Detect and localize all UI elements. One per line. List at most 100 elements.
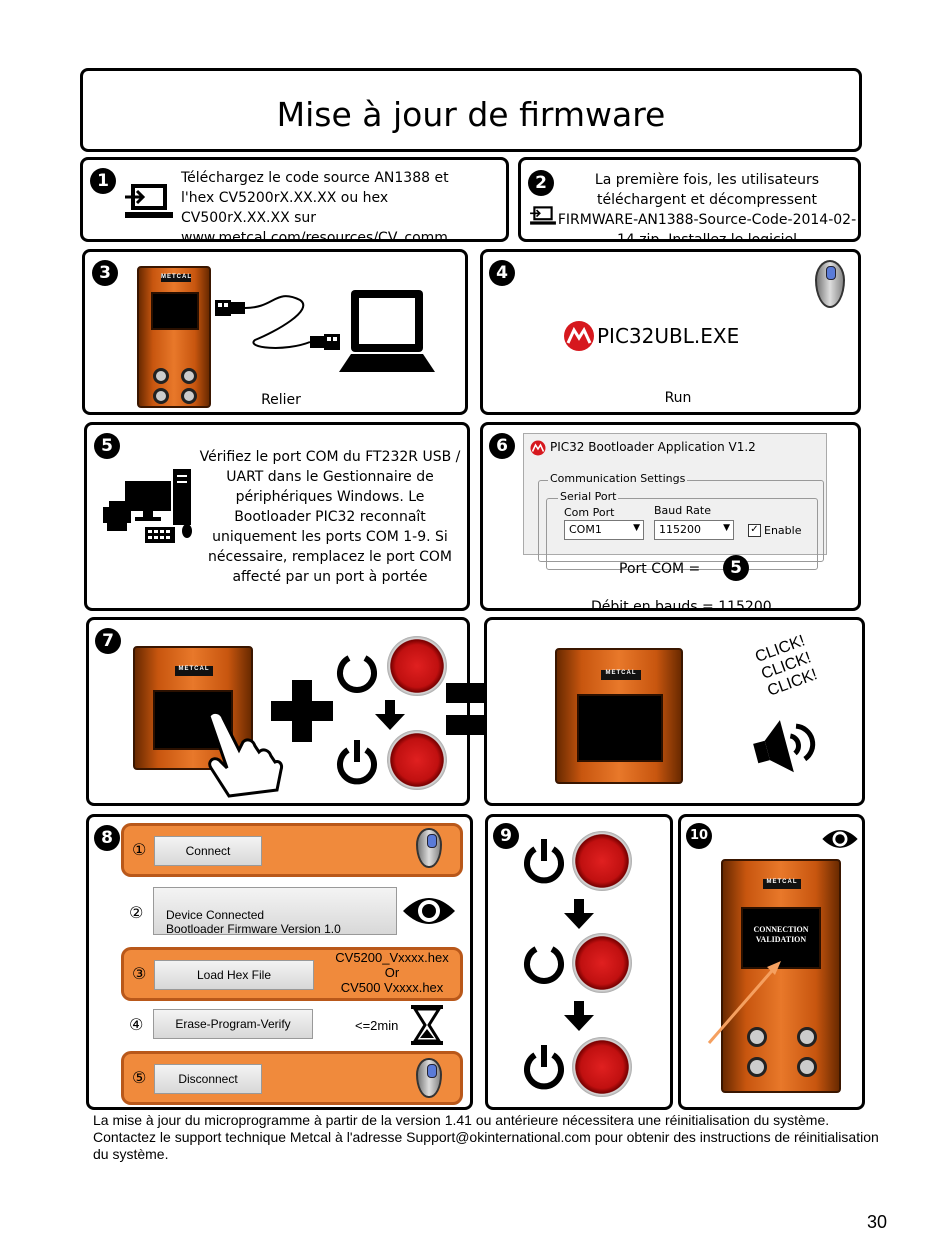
power-button (572, 933, 632, 993)
plus-icon (271, 680, 333, 742)
step-8-number: 8 (94, 825, 120, 851)
device-knob (153, 388, 169, 404)
device-knob (181, 368, 197, 384)
step-10-number: 10 (686, 823, 712, 849)
device-screen: CONNECTION VALIDATION (741, 907, 821, 969)
step-1-text: Téléchargez le code source AN1388 et l'h… (181, 170, 449, 242)
row-number: ③ (132, 964, 147, 983)
step-5-reference: 5 (723, 555, 749, 581)
device-knob (181, 388, 197, 404)
laptop-download-icon (125, 184, 173, 218)
load-hex-button[interactable]: Load Hex File (154, 960, 314, 990)
disconnect-button[interactable]: Disconnect (154, 1064, 262, 1094)
device-knob (797, 1027, 817, 1047)
step-6-box: 6 PIC32 Bootloader Application V1.2 Comm… (480, 422, 861, 611)
step-9-number: 9 (493, 823, 519, 849)
power-on-icon (337, 740, 377, 785)
device-knob (747, 1057, 767, 1077)
mouse-icon (416, 1058, 442, 1098)
pointer-arrow-icon (707, 961, 781, 1044)
step-2-text: La première fois, les utilisateurs téléc… (557, 172, 857, 242)
step-1-number: 1 (90, 168, 116, 194)
arrow-down-icon (375, 700, 405, 730)
subgroup-label: Serial Port (558, 490, 619, 503)
microchip-logo-icon (564, 321, 594, 351)
step-3-number: 3 (92, 260, 118, 286)
baud-rate-label: Baud Rate (654, 504, 711, 517)
mouse-icon (815, 260, 845, 308)
app-name: PIC32UBL.EXE (597, 324, 740, 348)
laptop-download-icon (530, 206, 556, 225)
erase-program-verify-label: Erase-Program-Verify (175, 1017, 291, 1031)
arrow-down-icon (564, 899, 594, 929)
eye-icon (822, 830, 858, 848)
power-icon (524, 946, 564, 984)
row-number: ① (132, 840, 147, 859)
eye-icon (403, 898, 455, 924)
subgroup-box (546, 498, 818, 570)
baud-rate-select[interactable]: 115200 ▼ (654, 520, 734, 540)
power-button (572, 831, 632, 891)
metcal-logo: METCAL (175, 666, 213, 676)
metcal-device: METCAL (555, 648, 683, 784)
title-box: Mise à jour de firmware (80, 68, 862, 152)
step-3-caption: Relier (261, 392, 301, 408)
screen-text: CONNECTION VALIDATION (753, 925, 809, 944)
step-1-box: 1 Téléchargez le code source AN1388 et l… (80, 157, 509, 242)
metcal-logo: METCAL (601, 670, 641, 680)
disconnect-row: ⑤ Disconnect (121, 1051, 463, 1105)
step-7-number: 7 (95, 628, 121, 654)
hex-file-note: CV5200_Vxxxx.hex Or CV500 Vxxxx.hex (335, 950, 449, 995)
step-7-right-box: METCAL CLICK! CLICK! CLICK! (484, 617, 865, 806)
com-port-select[interactable]: COM1 ▼ (564, 520, 644, 540)
power-on-icon (524, 839, 564, 884)
metcal-logo: METCAL (763, 879, 801, 889)
metcal-device: METCAL CONNECTION VALIDATION (721, 859, 841, 1093)
metcal-device: METCAL (133, 646, 253, 770)
enable-label: Enable (764, 524, 802, 537)
power-on-icon (524, 1045, 564, 1090)
load-hex-row: ③ Load Hex File CV5200_Vxxxx.hex Or CV50… (121, 947, 463, 1001)
window-title: PIC32 Bootloader Application V1.2 (550, 440, 756, 454)
step-6-number: 6 (489, 433, 515, 459)
status-text: Device Connected Bootloader Firmware Ver… (166, 908, 341, 936)
computer-peripherals-icon (103, 469, 192, 543)
chevron-down-icon: ▼ (723, 523, 730, 533)
device-knob (153, 368, 169, 384)
step-5-box: 5 Vérifiez le port COM du FT232R USB / U… (84, 422, 470, 611)
enable-checkbox[interactable]: ✓ (748, 524, 761, 537)
connect-row: ① Connect (121, 823, 463, 877)
com-port-label: Com Port (564, 506, 615, 519)
baud-rate-value: 115200 (659, 523, 701, 536)
metcal-logo: METCAL (161, 274, 192, 282)
click-text: CLICK! CLICK! CLICK! (753, 632, 820, 700)
bootloader-window: PIC32 Bootloader Application V1.2 Commun… (523, 433, 827, 570)
erase-program-verify-button[interactable]: Erase-Program-Verify (153, 1009, 313, 1039)
usb-cable-icon (215, 295, 340, 350)
step-3-box: 3 METCAL Relier (82, 249, 468, 415)
step-5-number: 5 (94, 433, 120, 459)
group-label: Communication Settings (548, 472, 688, 485)
disconnect-label: Disconnect (178, 1072, 238, 1086)
row-number: ② (129, 903, 144, 922)
device-screen (577, 694, 663, 762)
com-port-value: COM1 (569, 523, 602, 536)
device-screen (151, 292, 199, 330)
metcal-device: METCAL (137, 266, 211, 408)
baud-text: Débit en bauds = 115200 (591, 599, 772, 611)
step-7-left-box: 7 METCAL (86, 617, 470, 806)
page-number: 30 (866, 1212, 887, 1232)
microchip-logo-icon (530, 440, 546, 456)
step-4-caption: Run (664, 390, 692, 406)
step-4-box: 4 PIC32UBL.EXE Run (480, 249, 861, 415)
step-9-box: 9 (485, 814, 673, 1110)
status-panel: Device Connected Bootloader Firmware Ver… (153, 887, 397, 936)
footer-note: La mise à jour du microprogramme à parti… (93, 1112, 879, 1162)
speaker-icon (753, 720, 816, 773)
connect-label: Connect (185, 844, 231, 858)
duration-note: <=2min (355, 1018, 399, 1033)
row-number: ④ (129, 1015, 144, 1034)
connect-button[interactable]: Connect (154, 836, 262, 866)
power-button (387, 636, 447, 696)
power-button (572, 1037, 632, 1097)
